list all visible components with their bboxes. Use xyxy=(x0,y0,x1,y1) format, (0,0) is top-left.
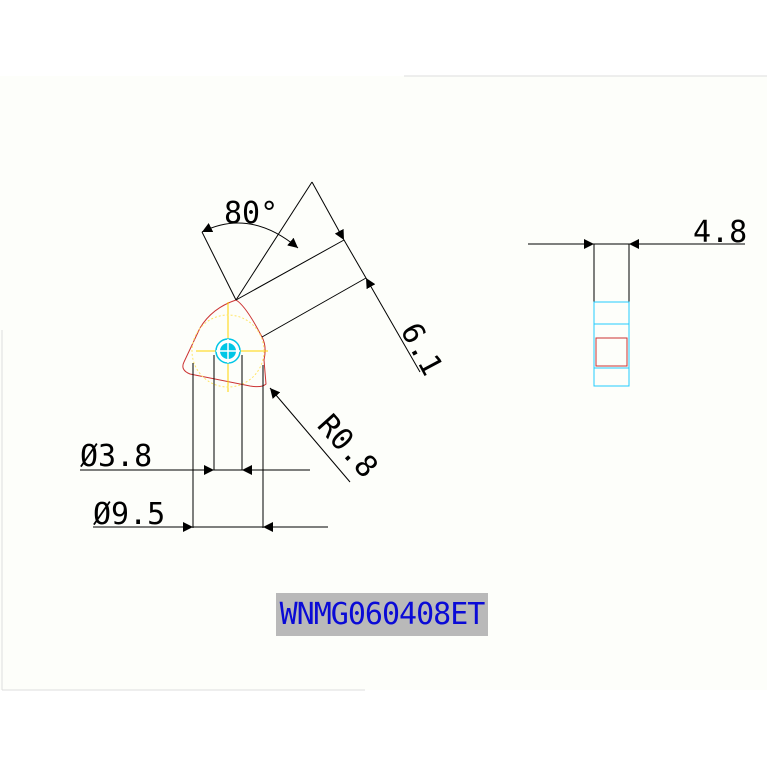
dim-angle-label: 80° xyxy=(224,196,278,231)
insert-side-view xyxy=(593,244,630,387)
paper-sheet-main xyxy=(0,76,767,690)
diameter-extension-lines xyxy=(192,355,264,528)
insert-profile-outline xyxy=(182,299,267,388)
part-code-label: WNMG060408ET xyxy=(276,593,488,636)
dim-inscribed-diameter-label: Ø9.5 xyxy=(93,497,165,532)
dim-angle xyxy=(201,181,313,301)
inscribed-circle-construction xyxy=(191,314,265,388)
dim-hole-diameter-label: Ø3.8 xyxy=(80,439,152,474)
insert-front-view xyxy=(182,299,268,392)
dim-edge-length xyxy=(235,181,421,373)
dim-thickness-label: 4.8 xyxy=(693,215,747,250)
dim-corner-radius xyxy=(269,387,351,483)
